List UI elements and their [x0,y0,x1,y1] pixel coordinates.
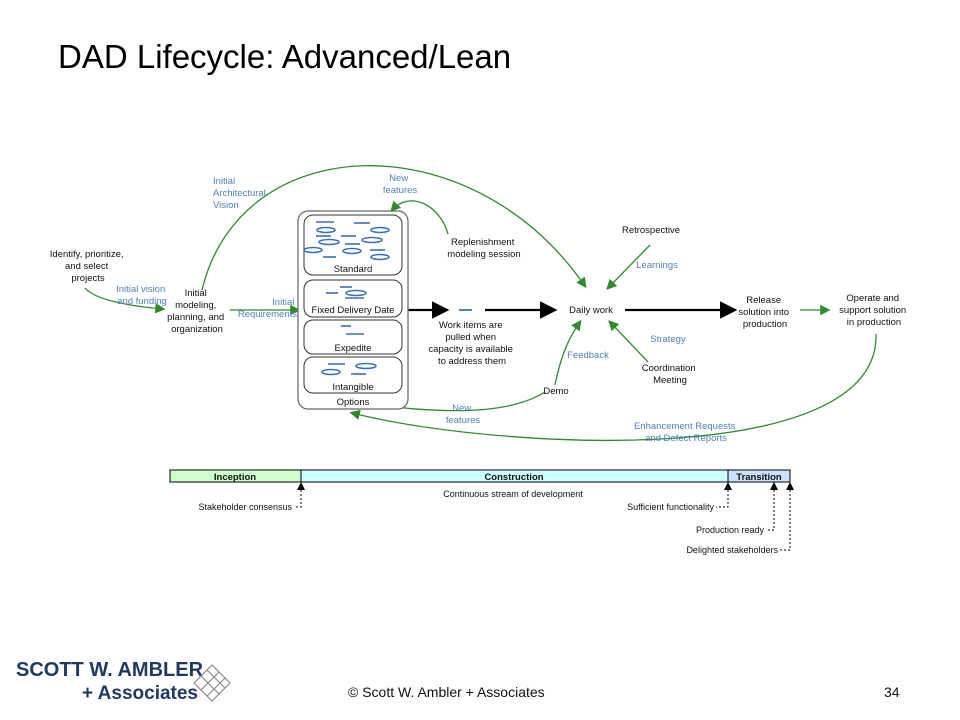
arrow-strategy [608,320,649,363]
arrow-arch-vision [201,165,587,291]
new-features-top-label: New features [383,173,418,196]
daily-work-label: Daily work [569,305,613,316]
milestones [294,490,791,551]
initial-requirements-label: Initial Requirements [238,297,297,320]
green-arrows [84,165,877,441]
company-logo: SCOTT W. AMBLER + Associates [16,659,231,704]
milestone-arrowheads [297,482,794,490]
feedback-label: Feedback [567,350,609,361]
milestone-stakeholder-consensus: Stakeholder consensus [198,502,292,512]
initial-vision-label: Initial vision and funding [116,284,168,307]
option-expedite: Expedite [335,343,372,354]
option-standard: Standard [334,264,373,275]
footer-copyright: © Scott W. Ambler + Associates [348,684,545,700]
milestone-sufficient-functionality: Sufficient functionality [627,502,714,512]
arrow-identify-to-modeling [84,287,166,314]
options-caption: Options [337,397,370,408]
phase-transition-label: Transition [736,472,782,483]
arrow-learnings [606,244,651,290]
coordination-label: Coordination Meeting [642,363,699,386]
phase-bar: Inception Construction Transition [169,469,791,483]
logo-line2: + Associates [82,683,198,704]
phase-transition [727,469,791,483]
arrow-feedback [554,319,582,386]
demo-label: Demo [543,386,568,397]
milestone-production-ready: Production ready [696,525,765,535]
identify-label: Identify, prioritize, and select project… [50,249,126,284]
option-fixed-date: Fixed Delivery Date [312,305,395,316]
logo-line1: SCOTT W. AMBLER [16,659,204,681]
new-features-bottom-label: New features [446,403,481,426]
learnings-label: Learnings [636,260,678,271]
arrow-replenishment-new-features [390,200,449,235]
retrospective-label: Retrospective [622,225,680,236]
initial-arch-label: Initial Architectural Vision [213,176,268,211]
continuous-stream-label: Continuous stream of development [443,489,583,499]
replenishment-label: Replenishment modeling session [447,237,520,260]
enhancement-label: Enhancement Requests and Defect Reports [634,421,738,444]
milestone-delighted-stakeholders: Delighted stakeholders [686,545,778,555]
strategy-label: Strategy [650,334,686,345]
operate-label: Operate and support solution in producti… [839,293,909,328]
slide-title: DAD Lifecycle: Advanced/Lean [58,38,512,75]
work-items-label: Work items are pulled when capacity is a… [428,320,515,367]
initial-modeling-label: Initial modeling, planning, and organiza… [167,288,227,335]
phase-construction-label: Construction [484,472,543,483]
logo-diamond-mark [193,664,231,702]
release-label: Release solution into production [738,295,791,330]
page-number: 34 [884,684,900,700]
arrow-enhancement [349,333,877,441]
phase-inception-label: Inception [214,472,256,483]
options-board: Standard Fixed Delivery Date Expedite In… [297,210,409,410]
option-intangible: Intangible [332,382,373,393]
